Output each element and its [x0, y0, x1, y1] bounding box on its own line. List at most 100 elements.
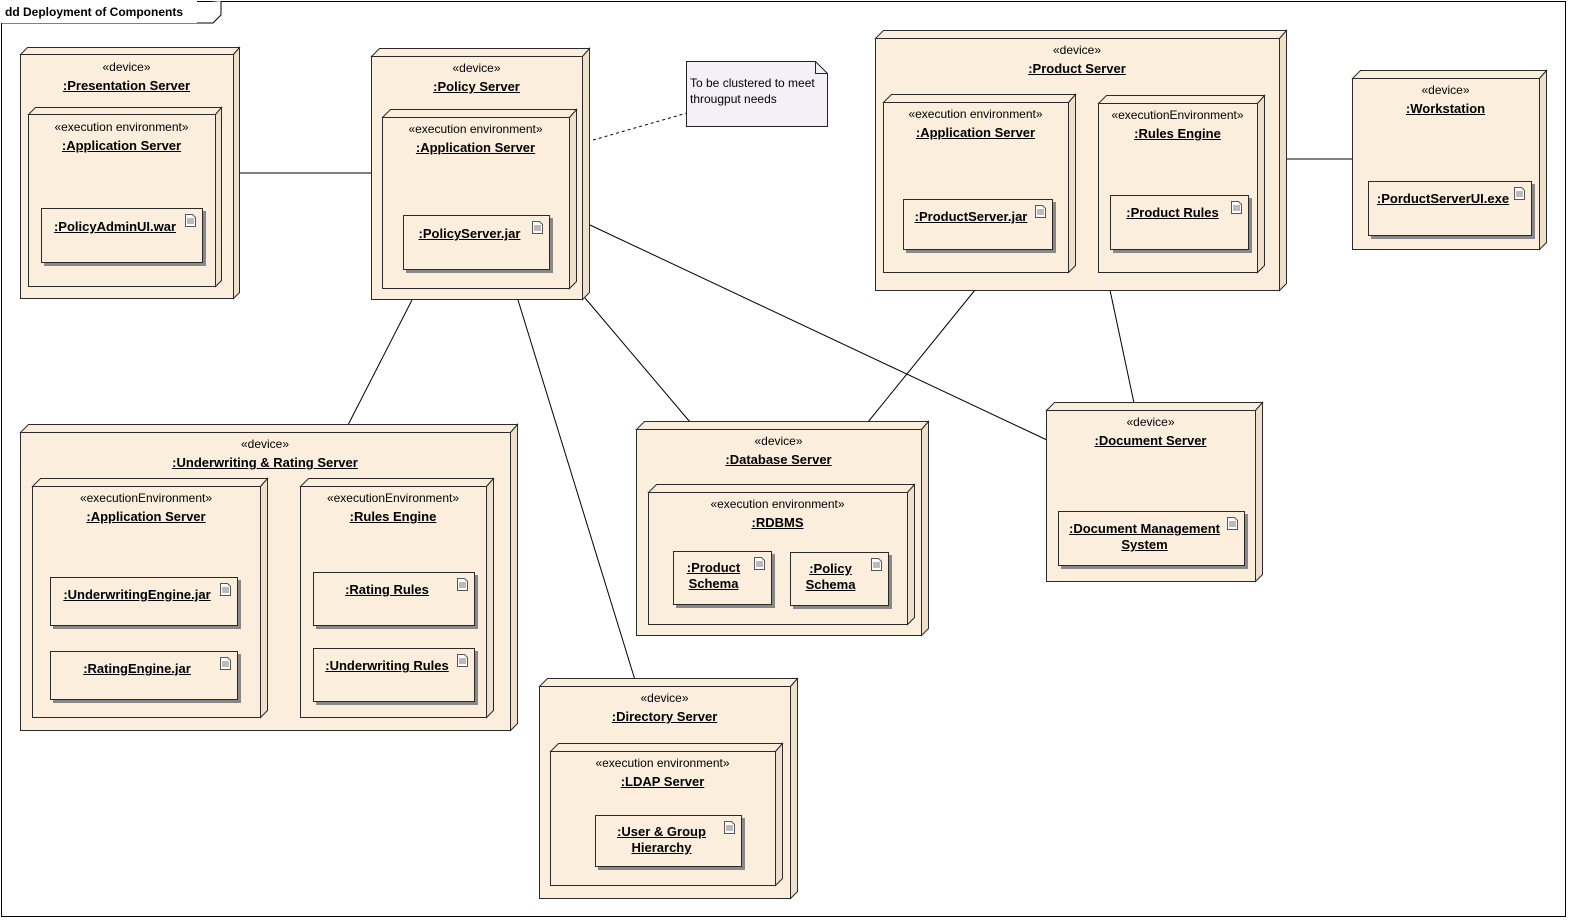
artifact-label: :User & Group Hierarchy: [617, 824, 706, 855]
node-top-face: [882, 94, 1077, 103]
document-icon: [754, 557, 765, 570]
node-side-face: [582, 47, 590, 301]
env-stereotype: «executionEnvironment»: [1111, 108, 1244, 122]
device-stereotype: «device»: [1052, 43, 1102, 57]
device-stereotype: «device»: [1421, 83, 1470, 97]
artifact-product-rules[interactable]: :Product Rules: [1110, 195, 1249, 250]
device-stereotype: «device»: [452, 61, 501, 75]
document-icon: [220, 657, 231, 670]
node-top-face: [1045, 402, 1264, 411]
document-icon: [724, 821, 735, 834]
env-name: :Rules Engine: [349, 509, 437, 524]
link-product-database[interactable]: [867, 289, 976, 423]
document-icon: [185, 214, 196, 227]
artifact-rating-rules[interactable]: :Rating Rules: [313, 572, 475, 626]
device-stereotype: «device»: [1126, 415, 1175, 429]
artifact-label: :UnderwritingEngine.jar: [63, 587, 211, 602]
node-name: :Workstation: [1405, 101, 1486, 116]
env-stereotype: «execution environment»: [54, 120, 189, 134]
node-side-face: [1539, 69, 1547, 251]
link-policy-directory[interactable]: [517, 299, 636, 681]
artifact-policy-schema[interactable]: :Policy Schema: [790, 552, 889, 606]
artifact-underwriting-rules[interactable]: :Underwriting Rules: [313, 648, 475, 702]
note-clustering[interactable]: To be clustered to meet througput needs: [686, 61, 829, 128]
artifact-productserver-jar[interactable]: :ProductServer.jar: [903, 199, 1053, 250]
node-top-face: [370, 48, 591, 57]
node-top-face: [19, 424, 519, 433]
artifact-label: :Product Rules: [1126, 205, 1219, 220]
artifact-label: :ProductServer.jar: [914, 209, 1028, 224]
link-policy-database[interactable]: [584, 297, 691, 423]
node-side-face: [510, 423, 518, 732]
node-side-face: [1255, 401, 1263, 583]
artifact-label: :Policy Schema: [805, 561, 856, 592]
artifact-label: :Rating Rules: [345, 582, 429, 597]
artifact-porductserverui-exe[interactable]: :PorductServerUI.exe: [1368, 181, 1532, 236]
env-stereotype: «execution environment»: [710, 497, 845, 511]
link-product-document[interactable]: [1109, 289, 1135, 404]
env-stereotype: «executionEnvironment»: [326, 491, 460, 505]
device-stereotype: «device»: [102, 60, 151, 74]
node-side-face: [486, 477, 494, 719]
node-side-face: [775, 742, 783, 887]
link-policy-underwriting[interactable]: [347, 299, 413, 426]
node-top-face: [549, 743, 784, 752]
document-icon: [457, 578, 468, 591]
artifact-document-management-system[interactable]: :Document Management System: [1058, 511, 1245, 566]
document-icon: [220, 583, 231, 596]
node-side-face: [1257, 94, 1265, 274]
node-side-face: [921, 420, 929, 637]
artifact-product-schema[interactable]: :Product Schema: [673, 551, 772, 605]
node-top-face: [1097, 95, 1266, 104]
document-icon: [1514, 187, 1525, 200]
node-side-face: [569, 108, 577, 290]
diagram-frame-title: dd Deployment of Components: [1, 1, 197, 23]
node-top-face: [31, 478, 269, 487]
link-policy-document[interactable]: [589, 224, 1048, 441]
document-icon: [871, 558, 882, 571]
node-top-face: [381, 109, 578, 118]
env-name: :Rules Engine: [1134, 126, 1221, 141]
env-name: :Application Server: [86, 509, 206, 524]
artifact-label: :Document Management System: [1069, 521, 1220, 552]
node-name: :Directory Server: [611, 709, 718, 724]
node-side-face: [233, 46, 240, 300]
note-anchor: [592, 112, 688, 141]
artifact-user-group-hierarchy[interactable]: :User & Group Hierarchy: [595, 815, 742, 867]
document-icon: [1035, 205, 1046, 218]
document-icon: [1227, 517, 1238, 530]
document-icon: [457, 654, 468, 667]
artifact-ratingengine-jar[interactable]: :RatingEngine.jar: [50, 651, 238, 700]
artifact-policyadminui-war[interactable]: :PolicyAdminUI.war: [41, 208, 203, 263]
node-side-face: [1279, 29, 1287, 292]
artifact-label: :Product Schema: [686, 560, 741, 591]
node-top-face: [635, 421, 930, 430]
node-top-face: [538, 678, 799, 687]
env-name: :Application Server: [415, 140, 536, 155]
node-top-face: [647, 484, 916, 493]
artifact-label: :PorductServerUI.exe: [1376, 191, 1510, 206]
node-side-face: [790, 677, 798, 900]
node-top-face: [874, 30, 1288, 39]
node-top-face: [19, 47, 241, 55]
node-top-face: [1351, 70, 1548, 79]
env-name: :Application Server: [61, 138, 182, 153]
env-stereotype: «execution environment»: [908, 107, 1043, 121]
env-stereotype: «executionEnvironment»: [79, 491, 213, 505]
artifact-label: :RatingEngine.jar: [83, 661, 191, 676]
artifact-label: :PolicyAdminUI.war: [53, 219, 177, 234]
document-icon: [532, 221, 543, 234]
env-name: :RDBMS: [751, 515, 804, 530]
artifact-policyserver-jar[interactable]: :PolicyServer.jar: [403, 215, 550, 270]
artifact-label: :Underwriting Rules: [325, 658, 449, 673]
device-stereotype: «device»: [240, 437, 290, 451]
document-icon: [1231, 201, 1242, 214]
env-stereotype: «execution environment»: [595, 756, 730, 770]
node-top-face: [299, 478, 495, 487]
node-side-face: [215, 106, 222, 288]
device-stereotype: «device»: [754, 434, 803, 448]
artifact-underwritingengine-jar[interactable]: :UnderwritingEngine.jar: [50, 577, 238, 626]
device-stereotype: «device»: [640, 691, 689, 705]
